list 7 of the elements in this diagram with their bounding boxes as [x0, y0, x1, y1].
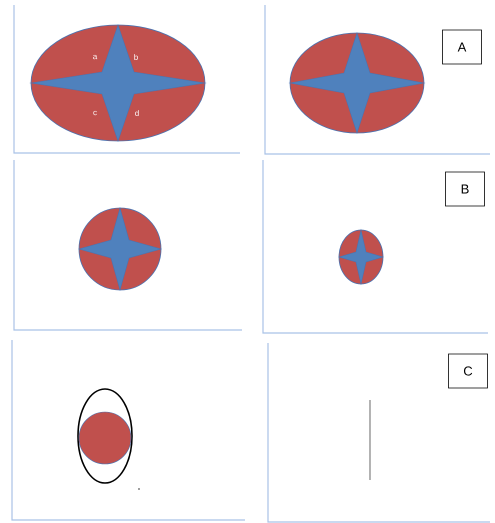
label-box: C	[448, 354, 488, 388]
label-box: A	[442, 30, 482, 64]
region-letter: c	[93, 110, 97, 116]
label-box: B	[445, 172, 485, 206]
region-letter: a	[93, 54, 98, 60]
region-letter: b	[134, 54, 138, 60]
region-letter: d	[135, 110, 139, 116]
